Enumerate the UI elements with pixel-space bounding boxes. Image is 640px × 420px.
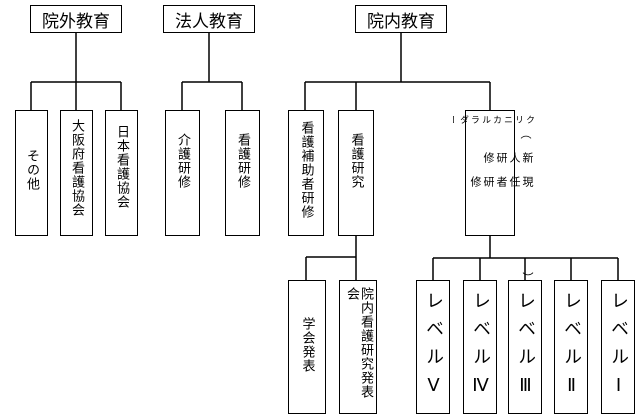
- box-level-ii: レベルⅡ: [554, 280, 588, 414]
- label-conference-presentation: 学会発表: [299, 317, 315, 373]
- box-osaka-nursing-association: 大阪府看護協会: [60, 110, 93, 236]
- box-level-iii: レベルⅢ: [508, 280, 542, 414]
- header-corporate-label: 法人教育: [175, 11, 243, 32]
- label-level-v: レベルⅤ: [423, 291, 444, 406]
- box-assistant-training: 看護補助者研修: [288, 110, 324, 236]
- label-level-iii: レベルⅢ: [515, 291, 536, 406]
- box-care-training: 介護研修: [165, 110, 200, 236]
- box-nursing-training: 看護研修: [225, 110, 260, 236]
- bracket-close: ）: [521, 272, 534, 284]
- label-in-house-research-presentation: 院内看護研究発表会: [344, 287, 373, 399]
- label-level-i: レベルⅠ: [608, 291, 629, 406]
- label-osaka-nursing-association: 大阪府看護協会: [69, 119, 84, 217]
- label-other: その他: [24, 149, 39, 191]
- box-clinical-ladder: クリニカルラダー （ 新人研修 現任者研修 ）: [447, 110, 534, 284]
- box-level-v: レベルⅤ: [416, 280, 450, 414]
- header-external-label: 院外教育: [42, 11, 110, 32]
- label-level-ii: レベルⅡ: [561, 291, 582, 406]
- label-nursing-research: 看護研究: [348, 133, 364, 189]
- header-external-education: 院外教育: [30, 5, 122, 33]
- label-current-staff-training: 現任者研修: [469, 176, 534, 188]
- header-corporate-education: 法人教育: [163, 5, 255, 33]
- box-japan-nursing-association: 日本看護協会: [105, 110, 138, 236]
- header-internal-label: 院内教育: [367, 11, 435, 32]
- label-level-iv: レベルⅣ: [470, 291, 491, 406]
- box-level-iv: レベルⅣ: [463, 280, 497, 414]
- label-nursing-training: 看護研修: [235, 133, 250, 189]
- box-nursing-research: 看護研究: [338, 110, 374, 236]
- label-new-staff-training: 新人研修: [482, 152, 534, 164]
- label-japan-nursing-association: 日本看護協会: [114, 125, 129, 209]
- bracket-open: （: [519, 128, 532, 140]
- box-in-house-research-presentation: 院内看護研究発表会: [339, 280, 377, 414]
- label-clinical-ladder: クリニカルラダー: [447, 115, 534, 128]
- label-assistant-training: 看護補助者研修: [298, 121, 314, 219]
- box-other: その他: [15, 110, 48, 236]
- box-conference-presentation: 学会発表: [288, 280, 326, 414]
- clinical-ladder-content: クリニカルラダー （ 新人研修 現任者研修 ）: [446, 115, 534, 284]
- label-care-training: 介護研修: [175, 133, 190, 189]
- header-internal-education: 院内教育: [355, 5, 447, 33]
- box-level-i: レベルⅠ: [601, 280, 635, 414]
